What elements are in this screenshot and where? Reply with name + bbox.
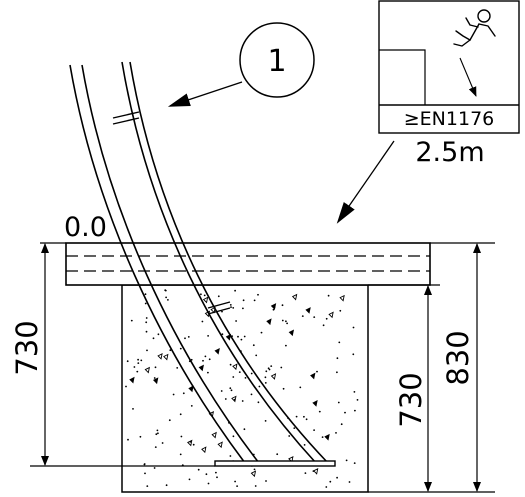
standard-label: ≥EN1176: [404, 108, 495, 130]
right-dimension-lines: [368, 242, 495, 493]
right-depth-label: 730: [394, 372, 428, 427]
curved-post: [69, 61, 329, 464]
callout-number: 1: [267, 44, 286, 79]
fall-height-label: 2.5m: [415, 137, 484, 168]
concrete-footing: [121, 284, 369, 493]
callout-leader: [167, 81, 243, 107]
callout-circle-icon: [239, 22, 315, 98]
ground-level-label: 0.0: [64, 212, 107, 243]
fall-box-leader: [336, 140, 395, 224]
post-brace: [112, 111, 231, 315]
falling-person-icon: [453, 9, 496, 47]
ground-surface-layer: [65, 242, 431, 286]
left-depth-label: 730: [10, 320, 44, 375]
left-dimension-line: [30, 242, 215, 467]
base-plate: [214, 460, 336, 467]
right-total-label: 830: [441, 330, 475, 385]
concrete-aggregate: [125, 289, 359, 488]
fall-height-box: [378, 0, 520, 134]
